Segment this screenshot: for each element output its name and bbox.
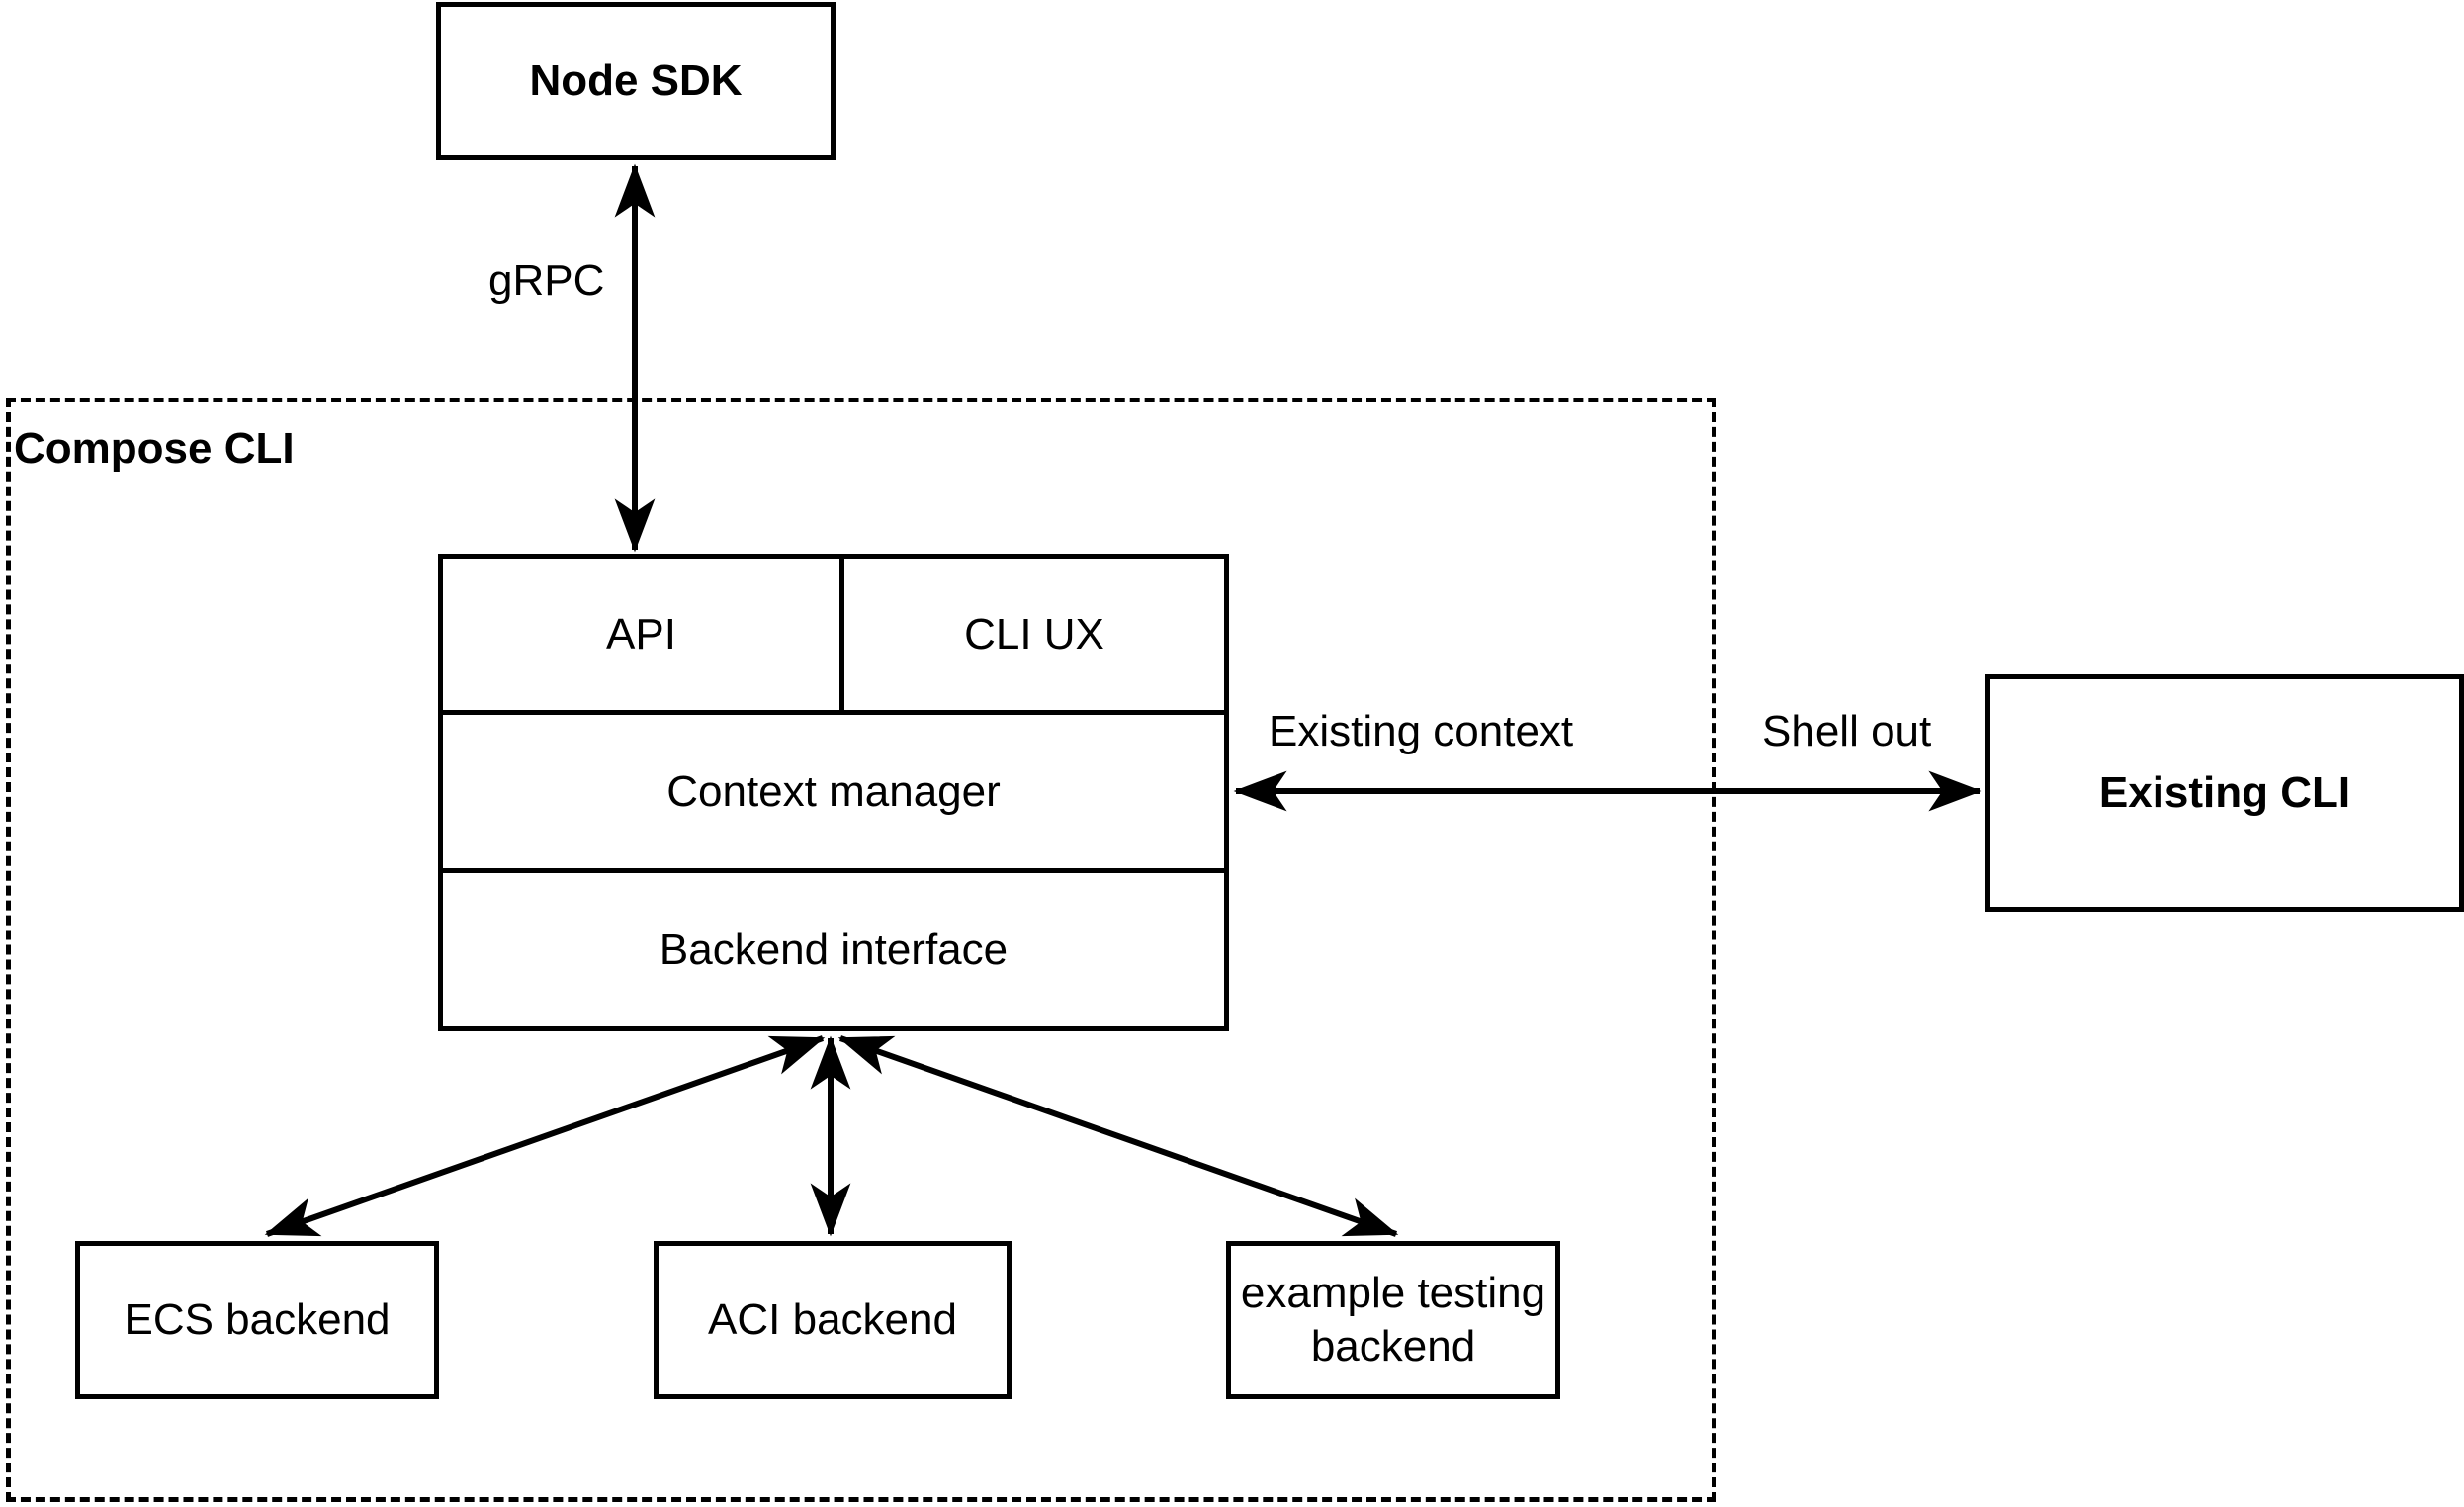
compose-cli-group-boundary xyxy=(6,398,1716,1502)
backend-interface-cell[interactable]: Backend interface xyxy=(443,873,1224,1026)
compose-cli-stack: API CLI UX Context manager Backend inter… xyxy=(438,554,1229,1031)
aci-backend-box[interactable]: ACI backend xyxy=(654,1241,1012,1399)
api-cell[interactable]: API xyxy=(443,559,844,710)
api-label: API xyxy=(606,609,676,659)
existing-cli-box[interactable]: Existing CLI xyxy=(1985,674,2464,912)
example-testing-backend-box[interactable]: example testing backend xyxy=(1226,1241,1560,1399)
shell-out-edge-label: Shell out xyxy=(1762,707,1932,755)
context-manager-label: Context manager xyxy=(666,766,1001,816)
stack-row-top: API CLI UX xyxy=(443,559,1224,715)
existing-cli-label: Existing CLI xyxy=(2098,768,2351,818)
ecs-backend-box[interactable]: ECS backend xyxy=(75,1241,439,1399)
backend-interface-label: Backend interface xyxy=(659,925,1009,974)
context-manager-cell[interactable]: Context manager xyxy=(443,715,1224,868)
grpc-edge-label: gRPC xyxy=(488,256,605,305)
example-testing-backend-label-line1: example testing xyxy=(1240,1269,1546,1318)
cli-ux-cell[interactable]: CLI UX xyxy=(844,559,1224,710)
stack-row-backend: Backend interface xyxy=(443,873,1224,1026)
example-testing-backend-label-line2: backend xyxy=(1310,1322,1476,1371)
node-sdk-label: Node SDK xyxy=(529,56,743,106)
aci-backend-label: ACI backend xyxy=(708,1295,957,1345)
stack-row-context: Context manager xyxy=(443,715,1224,873)
cli-ux-label: CLI UX xyxy=(964,609,1104,659)
compose-cli-group-label: Compose CLI xyxy=(14,424,295,473)
node-sdk-box[interactable]: Node SDK xyxy=(436,2,836,160)
ecs-backend-label: ECS backend xyxy=(124,1295,391,1345)
existing-context-edge-label: Existing context xyxy=(1269,707,1574,755)
